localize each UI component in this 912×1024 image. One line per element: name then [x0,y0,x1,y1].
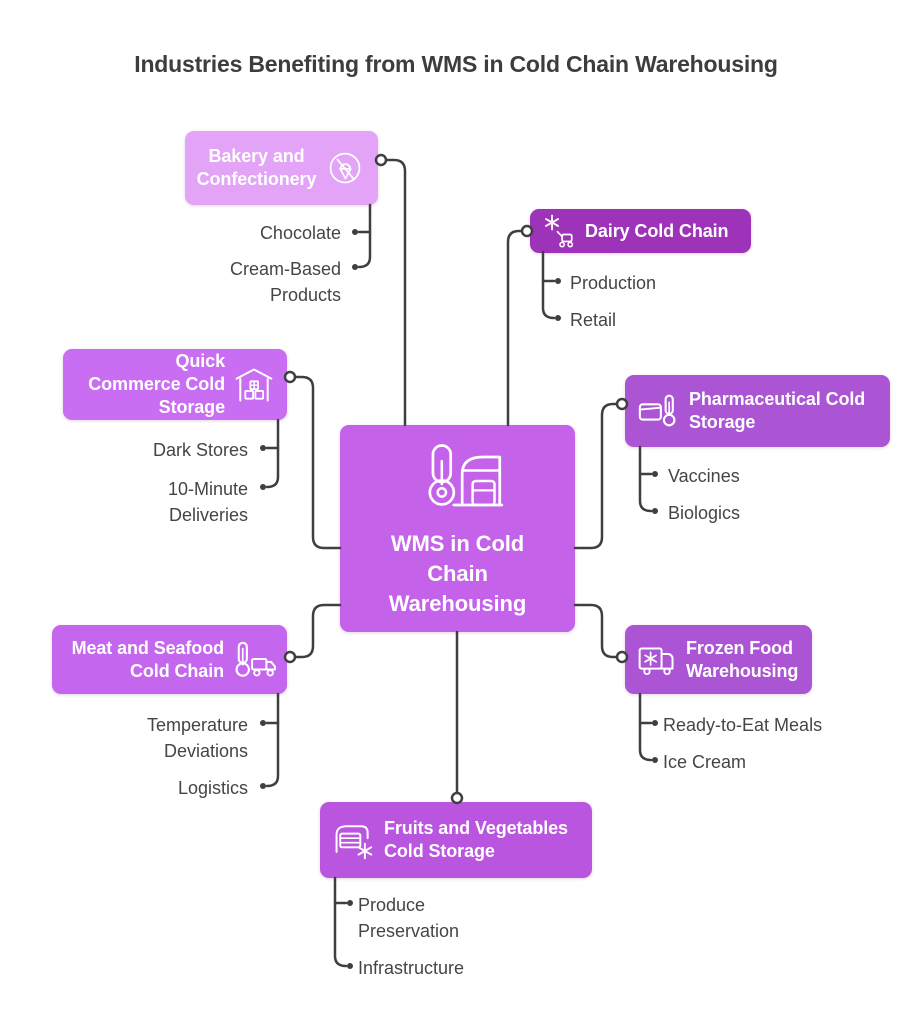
branch-node-fruits-vegetables: Fruits and Vegetables Cold Storage [320,802,592,878]
branch-node-bakery: Bakery and Confectionery [185,131,378,205]
branch-label-fruits-vegetables: Fruits and Vegetables Cold Storage [384,818,568,861]
connector-fruits-children [333,876,353,969]
connector-central-frozen [573,603,629,664]
connector-central-dairy [506,224,534,427]
connector-quick-commerce-children [260,418,280,490]
branch-node-frozen-food: Frozen Food Warehousing [625,625,812,694]
child-label-produce-preservation: Produce Preservation [358,895,460,941]
ice-cream-icon [330,152,361,184]
connector-central-pharma [573,397,629,550]
cooler-box-thermometer-icon [638,394,676,427]
branch-label-bakery: Bakery and Confectionery [196,146,317,189]
child-label-dark-stores: Dark Stores [152,440,248,460]
connector-meat-children [260,692,280,789]
branch-label-pharmaceutical: Pharmaceutical Cold Storage [689,389,866,432]
central-node-label: WMS in Cold Chain Warehousing [388,531,527,616]
thermometer-warehouse-icon [427,444,503,507]
connector-central-meat [283,603,342,664]
branch-node-meat-seafood: Meat and Seafood Cold Chain [52,625,287,694]
branch-label-dairy: Dairy Cold Chain [585,220,729,241]
branch-label-meat-seafood: Meat and Seafood Cold Chain [71,637,225,681]
branch-label-quick-commerce: Quick Commerce Cold Storage [88,351,225,417]
connector-central-quick-commerce [283,370,342,550]
connector-frozen-children [638,692,658,763]
branch-node-quick-commerce: Quick Commerce Cold Storage [63,349,287,420]
connector-bakery-children [352,203,372,270]
snowflake-trolley-icon [545,214,574,248]
child-label-chocolate: Chocolate [259,223,341,243]
page-title: Industries Benefiting from WMS in Cold C… [134,51,778,77]
child-label-ice-cream: Ice Cream [663,752,747,772]
child-label-10-minute-deliveries: 10-Minute Deliveries [167,479,248,525]
freezer-truck-icon [638,647,674,676]
branch-node-dairy: Dairy Cold Chain [530,209,751,253]
child-label-infrastructure: Infrastructure [358,958,465,978]
child-label-ready-to-eat-meals: Ready-to-Eat Meals [663,715,823,735]
thermometer-truck-icon [235,641,276,677]
connector-dairy-children [541,250,561,321]
warehouse-snowflake-icon [335,825,373,860]
connector-central-bakery [374,153,407,427]
child-label-temperature-deviations: Temperature Deviations [146,715,248,761]
child-label-vaccines: Vaccines [668,466,740,486]
connector-pharma-children [638,445,658,514]
connector-central-fruits [450,630,464,805]
child-label-biologics: Biologics [668,503,741,523]
child-label-logistics: Logistics [177,778,248,798]
central-node: WMS in Cold Chain Warehousing [340,425,575,632]
child-label-retail: Retail [570,310,617,330]
branch-node-pharmaceutical: Pharmaceutical Cold Storage [625,375,890,447]
warehouse-boxes-icon [235,367,273,402]
branch-label-frozen-food: Frozen Food Warehousing [686,637,799,681]
child-label-production: Production [570,273,657,293]
child-label-cream-based-products: Cream-Based Products [229,259,341,305]
